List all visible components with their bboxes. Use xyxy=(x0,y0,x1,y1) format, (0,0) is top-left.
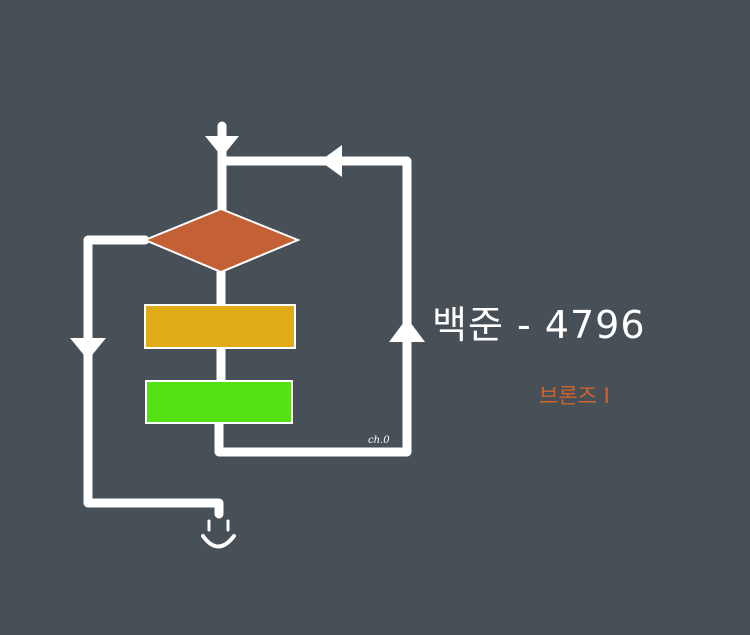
loop-top-line xyxy=(214,156,412,457)
process-bar-bottom xyxy=(145,380,293,424)
tier-label: 브론즈 I xyxy=(539,384,610,408)
entry-arrow-icon xyxy=(205,136,239,157)
page-title: 백준 - 4796 xyxy=(432,303,646,347)
signature-text: ch.0 xyxy=(368,435,390,446)
loop-arrow-icon xyxy=(320,145,342,177)
smile-icon xyxy=(201,519,236,549)
left-branch-line xyxy=(83,235,224,519)
process-bar-top xyxy=(144,304,296,349)
down-arrow-icon xyxy=(70,338,106,360)
decision-diamond xyxy=(142,207,301,274)
up-arrow-icon xyxy=(389,318,425,342)
